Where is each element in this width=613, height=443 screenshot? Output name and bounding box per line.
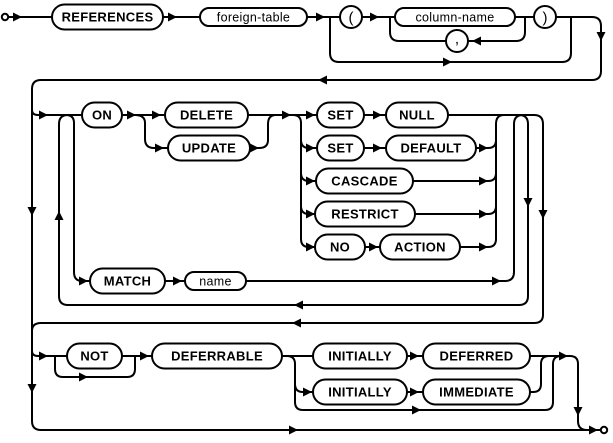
punctuation-open-paren: ( xyxy=(339,5,363,29)
keyword-set-1: SET xyxy=(316,101,365,129)
keyword-box xyxy=(316,101,365,129)
nonterminal-label: name xyxy=(199,274,231,288)
nonterminal-foreign-table: foreign-table xyxy=(199,7,308,27)
end-terminal-icon xyxy=(599,425,609,435)
keyword-box xyxy=(316,134,365,162)
keyword-label: ACTION xyxy=(394,240,446,255)
keyword-box xyxy=(312,378,408,406)
start-circle xyxy=(0,12,10,22)
keyword-box xyxy=(312,342,408,370)
keyword-label: RESTRICT xyxy=(331,207,398,222)
punctuation-box xyxy=(533,5,557,29)
keyword-box xyxy=(66,342,123,370)
nonterminal-label: foreign-table xyxy=(217,10,290,24)
keyword-box xyxy=(151,342,283,370)
keyword-label: MATCH xyxy=(104,274,151,289)
keyword-deferrable: DEFERRABLE xyxy=(151,342,283,370)
keyword-null: NULL xyxy=(385,101,449,129)
keyword-box xyxy=(164,101,249,129)
keyword-label: NULL xyxy=(399,108,435,123)
keyword-box xyxy=(385,134,477,162)
keyword-box xyxy=(81,101,123,129)
keyword-initially-2: INITIALLY xyxy=(312,378,408,406)
keyword-match: MATCH xyxy=(89,267,166,295)
keyword-references: REFERENCES xyxy=(51,3,164,31)
nonterminal-column-name: column-name xyxy=(394,7,516,27)
punctuation-box xyxy=(339,5,363,29)
nonterminal-box xyxy=(184,271,247,291)
keyword-on: ON xyxy=(81,101,123,129)
keyword-action: ACTION xyxy=(379,233,461,261)
end-circle xyxy=(599,425,609,435)
punctuation-label: ) xyxy=(543,9,548,26)
nonterminal-box xyxy=(199,7,308,27)
keyword-label: INITIALLY xyxy=(328,349,392,364)
keyword-label: DELETE xyxy=(180,108,233,123)
keyword-label: NO xyxy=(330,240,350,255)
keyword-not: NOT xyxy=(66,342,123,370)
keyword-deferred: DEFERRED xyxy=(422,342,531,370)
nonterminal-label: column-name xyxy=(415,10,494,24)
keyword-box xyxy=(385,101,449,129)
keyword-label: DEFAULT xyxy=(400,141,461,156)
keyword-immediate: IMMEDIATE xyxy=(422,378,531,406)
start-terminal-icon xyxy=(0,12,10,22)
keyword-label: DEFERRED xyxy=(440,349,514,364)
keyword-label: REFERENCES xyxy=(62,10,154,25)
keyword-label: DEFERRABLE xyxy=(171,349,263,364)
keyword-box xyxy=(422,342,531,370)
punctuation-label: , xyxy=(455,30,459,47)
keyword-label: INITIALLY xyxy=(328,385,392,400)
nonterminal-box xyxy=(394,7,516,27)
keyword-label: ON xyxy=(92,108,112,123)
keyword-box xyxy=(314,233,366,261)
keyword-cascade: CASCADE xyxy=(315,167,414,195)
keyword-no: NO xyxy=(314,233,366,261)
keyword-box xyxy=(379,233,461,261)
keyword-initially-1: INITIALLY xyxy=(312,342,408,370)
keyword-label: SET xyxy=(327,108,353,123)
keyword-label: UPDATE xyxy=(182,141,236,156)
keyword-label: NOT xyxy=(80,349,108,364)
keyword-label: IMMEDIATE xyxy=(439,385,514,400)
keyword-box xyxy=(51,3,164,31)
keyword-box xyxy=(89,267,166,295)
connectors xyxy=(8,12,606,435)
keyword-box xyxy=(315,167,414,195)
keyword-restrict: RESTRICT xyxy=(314,200,416,228)
punctuation-box xyxy=(445,29,469,53)
arrowheads xyxy=(13,12,606,435)
keyword-box xyxy=(314,200,416,228)
punctuation-close-paren: ) xyxy=(533,5,557,29)
punctuation-label: ( xyxy=(349,9,354,26)
keyword-label: SET xyxy=(327,141,353,156)
nonterminal-name: name xyxy=(184,271,247,291)
keyword-box xyxy=(167,134,251,162)
keyword-set-2: SET xyxy=(316,134,365,162)
keyword-delete: DELETE xyxy=(164,101,249,129)
keyword-update: UPDATE xyxy=(167,134,251,162)
punctuation-comma: , xyxy=(445,29,469,53)
keyword-default: DEFAULT xyxy=(385,134,477,162)
keyword-label: CASCADE xyxy=(331,174,397,189)
keyword-box xyxy=(422,378,531,406)
